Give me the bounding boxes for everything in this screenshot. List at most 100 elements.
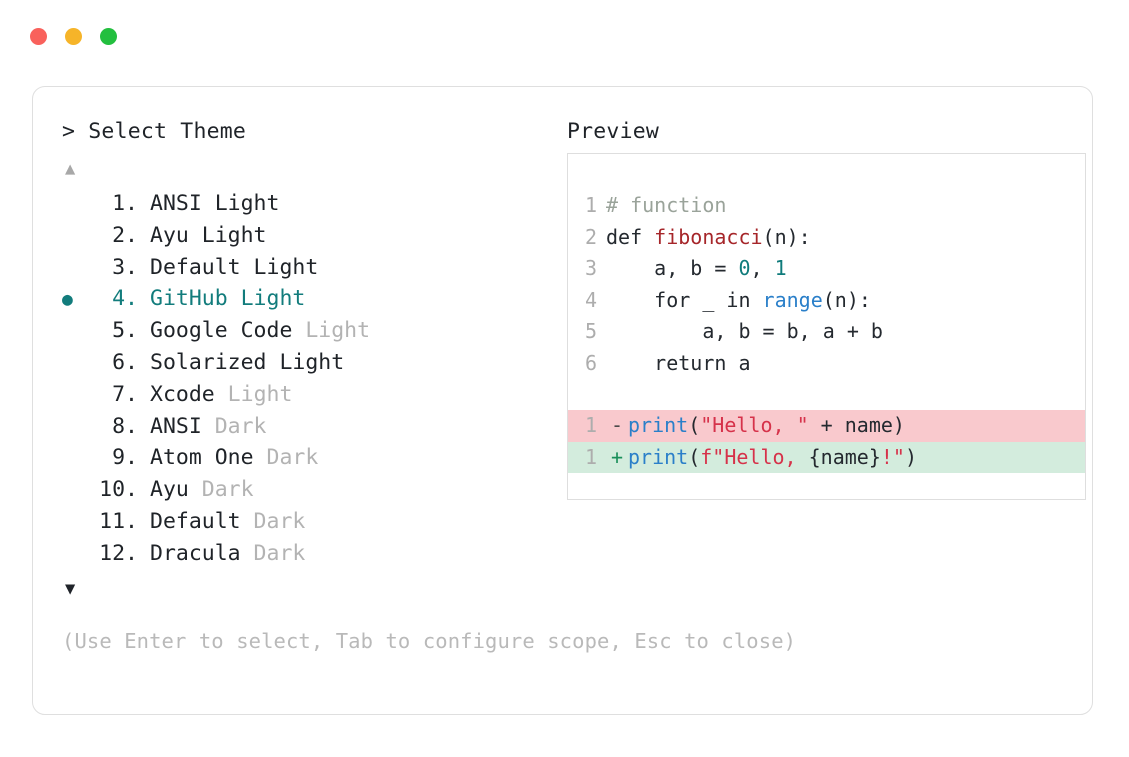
code-token-plain: , (750, 256, 775, 280)
line-number: 3 (584, 256, 597, 280)
code-line: 1 # function (568, 190, 1085, 222)
theme-item-number: 8. (112, 413, 138, 439)
theme-list-item[interactable]: 12. Dracula Dark (62, 541, 552, 573)
theme-item-name: Ayu Dark (150, 477, 254, 503)
code-line: 6 return a (568, 348, 1085, 380)
scroll-down-arrow-icon[interactable]: ▼ (65, 578, 76, 599)
window-titlebar (30, 28, 117, 45)
theme-list-item[interactable]: 6. Solarized Light (62, 350, 552, 382)
code-token-string: !" (880, 444, 905, 469)
line-number: 1 (584, 444, 597, 469)
code-token-plain: a, b = b, a + b (606, 319, 883, 343)
theme-item-mode-suffix: Dark (253, 445, 319, 471)
code-line-content: for _ in range(n): (606, 285, 871, 317)
theme-item-name: Solarized Light (150, 349, 345, 375)
theme-list-item[interactable]: ●4.GitHub Light (62, 286, 552, 318)
diff-line-content: print("Hello, " + name) (628, 410, 905, 442)
theme-item-name: Dracula Dark (150, 540, 306, 566)
theme-item-name: Google Code Light (150, 318, 371, 344)
theme-list-column: ▲ 1. ANSI Light 2. Ayu Light 3.Default Light… (62, 153, 797, 653)
theme-list-item[interactable]: 7.Xcode Light (62, 382, 552, 414)
code-token-plain: ( (688, 444, 701, 469)
keyboard-hint: (Use Enter to select, Tab to configure s… (62, 628, 797, 653)
code-token-plain: for _ in (606, 287, 763, 312)
theme-item-name: ANSI Light (150, 191, 280, 216)
code-token-plain: (n): (762, 224, 811, 249)
theme-list-item[interactable]: 3.Default Light (62, 255, 552, 287)
diff-line-content: print(f"Hello, {name}!") (628, 442, 917, 474)
code-token-builtin: print (628, 444, 689, 469)
code-line: 4 for _ in range(n): (568, 285, 1085, 317)
code-line: 2 def fibonacci(n): (568, 222, 1085, 254)
code-line: 3 a, b = 0, 1 (568, 253, 1085, 285)
code-line-content: # function (606, 190, 726, 222)
theme-item-mode-suffix: Dark (201, 413, 267, 439)
code-token-string: "Hello, " (700, 413, 809, 437)
theme-item-name: Atom One Dark (150, 445, 319, 471)
code-line-content: a, b = b, a + b (606, 316, 883, 348)
code-line-content: return a (606, 348, 751, 380)
scroll-up-arrow-icon[interactable]: ▲ (65, 159, 76, 179)
theme-item-name: Default Light (150, 254, 319, 280)
page-title: > Select Theme (62, 119, 247, 144)
code-line: 5 a, b = b, a + b (568, 316, 1085, 348)
theme-list-item[interactable]: 1. ANSI Light (62, 191, 552, 223)
theme-list-item[interactable]: 5. Google Code Light (62, 318, 552, 350)
line-number: 1 (584, 193, 597, 217)
theme-list-item[interactable]: 11. Default Dark (62, 509, 552, 541)
code-token-num: 0 (738, 256, 751, 280)
window-close-button[interactable] (30, 28, 47, 45)
code-token-plain: def (606, 224, 655, 249)
code-line-content: def fibonacci(n): (606, 222, 811, 254)
theme-item-name: Xcode Light (150, 381, 293, 407)
code-token-comment: # function (606, 193, 727, 217)
line-number: 1 (584, 413, 597, 437)
theme-item-name: GitHub Light (150, 286, 306, 312)
code-token-plain: a, b = (606, 256, 739, 280)
window-minimize-button[interactable] (65, 28, 82, 45)
theme-item-number: 1. (112, 191, 138, 216)
code-token-plain: return a (606, 350, 751, 375)
theme-item-mode-suffix: Light (214, 381, 293, 407)
code-token-builtin: print (628, 413, 689, 437)
code-line-content: a, b = 0, 1 (606, 253, 787, 285)
theme-item-mode-suffix: Dark (188, 477, 254, 503)
theme-item-number: 6. (112, 349, 138, 375)
line-number: 6 (584, 350, 597, 375)
theme-item-name: Default Dark (150, 508, 306, 534)
theme-list[interactable]: 1. ANSI Light 2. Ayu Light 3.Default Light●4… (62, 191, 552, 573)
theme-item-number: 12. (99, 540, 138, 566)
code-spacer (568, 379, 1085, 410)
code-token-plain: ) (904, 444, 918, 469)
line-number: 5 (584, 319, 597, 343)
diff-sign: + (610, 444, 624, 469)
code-token-plain: ( (688, 413, 701, 437)
line-number: 4 (584, 287, 597, 312)
code-token-num: 1 (774, 256, 787, 280)
theme-list-item[interactable]: 2. Ayu Light (62, 223, 552, 255)
diff-block: 1-print("Hello, " + name)1+print(f"Hello… (568, 410, 1085, 473)
theme-item-mode-suffix: Light (292, 318, 371, 344)
theme-item-name: ANSI Dark (150, 413, 267, 439)
theme-item-number: 11. (99, 508, 138, 534)
diff-added-line: 1 +print(f"Hello, {name}!") (568, 441, 1085, 474)
code-token-func: fibonacci (654, 224, 763, 249)
window-maximize-button[interactable] (100, 28, 117, 45)
theme-list-item[interactable]: 8. ANSI Dark (62, 414, 552, 446)
theme-item-name: Ayu Light (150, 222, 267, 248)
diff-sign: - (610, 413, 624, 437)
line-number: 2 (584, 224, 597, 249)
selected-bullet-icon: ● (62, 289, 73, 311)
theme-list-item[interactable]: 9.Atom One Dark (62, 445, 552, 477)
theme-item-number: 2. (112, 222, 138, 248)
theme-item-mode-suffix: Dark (240, 540, 306, 566)
theme-item-mode-suffix: Dark (240, 508, 306, 534)
diff-removed-line: 1-print("Hello, " + name) (568, 410, 1085, 442)
theme-item-number: 5. (112, 318, 138, 344)
code-token-plain: {name} (808, 444, 881, 469)
theme-list-item[interactable]: 10.Ayu Dark (62, 477, 552, 509)
